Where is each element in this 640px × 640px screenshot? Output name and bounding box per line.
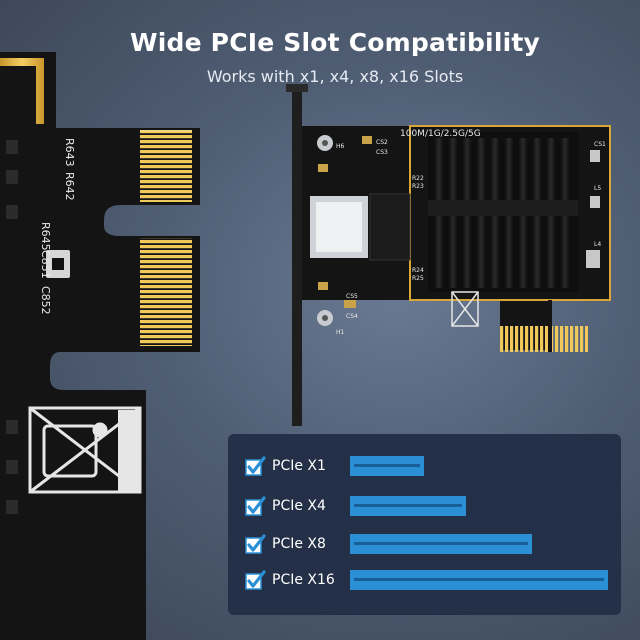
label-cs4: CS4	[346, 313, 358, 320]
checkbox-checked-icon	[245, 496, 266, 516]
label-cs5: CS5	[346, 293, 358, 300]
symbol-bar	[118, 410, 140, 492]
page-title: Wide PCIe Slot Compatibility	[129, 28, 541, 57]
label-cs3: CS3	[376, 149, 388, 156]
label-r645: R645	[39, 222, 52, 251]
label-r643: R643	[63, 138, 76, 167]
compat-row-x16: PCIe X16	[244, 568, 608, 592]
label-l4: L4	[594, 241, 601, 248]
compat-label-x4: PCIe X4	[272, 498, 326, 514]
compatibility-panel: PCIe X1 PCIe X4 PCIe X8	[228, 434, 621, 615]
slot-x4-graphic	[350, 496, 466, 516]
checkbox-checked-icon	[245, 456, 266, 476]
weee-symbol-small	[451, 291, 479, 327]
label-c852: C852	[39, 286, 52, 315]
compat-row-x8: PCIe X8	[244, 532, 532, 556]
checkbox-checked-icon	[245, 570, 266, 590]
label-cs1: CS1	[594, 141, 606, 148]
page-subtitle: Works with x1, x4, x8, x16 Slots	[206, 67, 464, 86]
compat-row-x4: PCIe X4	[244, 494, 466, 518]
label-cs2: CS2	[376, 139, 388, 146]
label-r22: R22	[412, 175, 424, 182]
compat-row-x1: PCIe X1	[244, 454, 424, 478]
speed-label: 100M/1G/2.5G/5G	[400, 129, 481, 139]
label-r24: R24	[412, 267, 424, 274]
slot-x1-graphic	[350, 456, 424, 476]
slot-x8-graphic	[350, 534, 532, 554]
compat-label-x16: PCIe X16	[272, 572, 335, 588]
network-card: 100M/1G/2.5G/5G H6 CS2 CS3 R22 R23 R24 R…	[286, 84, 611, 426]
label-r23: R23	[412, 183, 424, 190]
label-h1: H1	[336, 329, 345, 336]
label-l5: L5	[594, 185, 601, 192]
label-r642: R642	[63, 172, 76, 201]
compat-label-x1: PCIe X1	[272, 458, 326, 474]
slot-x16-graphic	[350, 570, 608, 590]
compat-label-x8: PCIe X8	[272, 536, 326, 552]
label-c851: C851	[39, 250, 52, 279]
closeup-pcb: R643 R642 R645 C851 C852	[0, 52, 200, 640]
label-r25: R25	[412, 275, 424, 282]
label-h6: H6	[336, 143, 345, 150]
checkbox-checked-icon	[245, 534, 266, 554]
